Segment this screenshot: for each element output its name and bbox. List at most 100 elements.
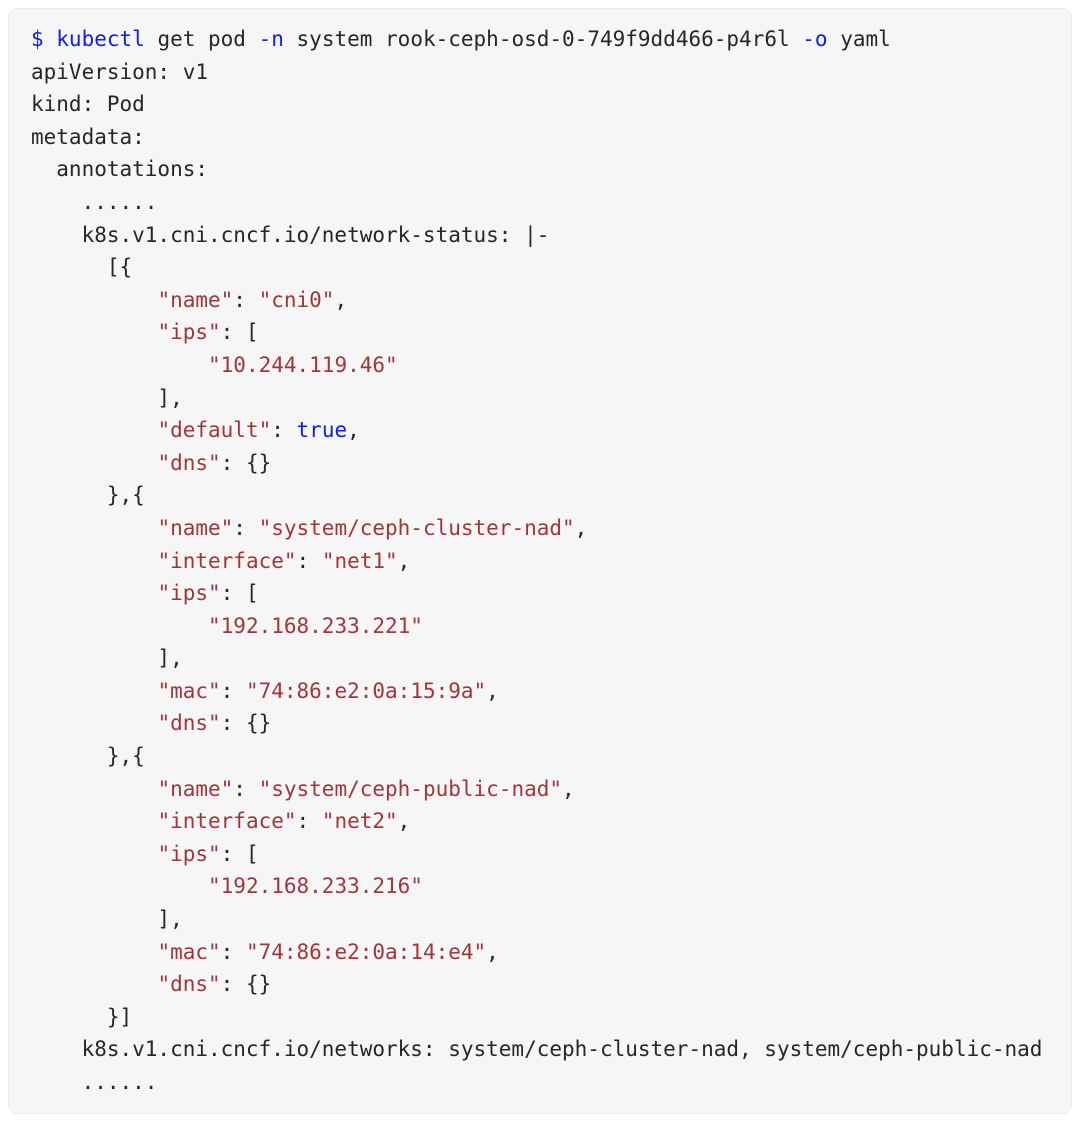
- code-line: annotations:: [31, 153, 1049, 186]
- code-line: "dns": {}: [31, 707, 1049, 740]
- code-line: "interface": "net1",: [31, 545, 1049, 578]
- code-token: [{: [31, 255, 133, 280]
- code-token: ,: [574, 515, 588, 540]
- code-token: annotations:: [31, 157, 209, 182]
- code-token: [31, 972, 157, 996]
- code-token: [31, 777, 157, 801]
- code-token: :: [296, 548, 322, 573]
- code-token: "ips": [157, 841, 221, 866]
- code-line: "dns": {}: [31, 447, 1049, 480]
- code-token: :: [296, 809, 322, 834]
- code-line: "mac": "74:86:e2:0a:14:e4",: [31, 936, 1049, 969]
- code-line: [{: [31, 251, 1049, 284]
- code-token: : [: [220, 581, 259, 606]
- code-token: :: [220, 939, 246, 964]
- code-block: $ kubectl get pod -n system rook-ceph-os…: [31, 23, 1049, 1099]
- code-line: k8s.v1.cni.cncf.io/networks: system/ceph…: [31, 1033, 1049, 1066]
- code-token: : [: [220, 320, 259, 345]
- code-token: ,: [397, 548, 411, 573]
- code-line: apiVersion: v1: [31, 56, 1049, 89]
- code-token: },{: [31, 483, 145, 508]
- code-line: ],: [31, 903, 1049, 936]
- code-token: system rook-ceph-osd-0-749f9dd466-p4r6l: [283, 27, 803, 51]
- code-token: [31, 451, 157, 475]
- code-token: [31, 711, 157, 735]
- code-line: "ips": [: [31, 316, 1049, 349]
- code-token: "cni0": [258, 287, 335, 312]
- code-token: $ kubectl: [31, 27, 145, 51]
- code-token: "name": [157, 515, 234, 540]
- code-line: }]: [31, 1001, 1049, 1034]
- code-token: ,: [347, 418, 360, 443]
- code-token: "192.168.233.221": [208, 613, 423, 638]
- code-token: k8s.v1.cni.cncf.io/networks: system/ceph…: [31, 1037, 1043, 1062]
- code-line: "192.168.233.216": [31, 870, 1049, 903]
- kubectl-output-terminal: $ kubectl get pod -n system rook-ceph-os…: [8, 8, 1072, 1114]
- code-token: "interface": [157, 809, 297, 834]
- code-token: true: [296, 418, 348, 443]
- code-line: "10.244.119.46": [31, 349, 1049, 382]
- code-line: "ips": [: [31, 838, 1049, 871]
- code-line: "name": "system/ceph-cluster-nad",: [31, 512, 1049, 545]
- code-token: ,: [486, 678, 499, 703]
- code-token: "name": [157, 776, 234, 801]
- code-line: "name": "cni0",: [31, 284, 1049, 317]
- code-line: k8s.v1.cni.cncf.io/network-status: |-: [31, 219, 1049, 252]
- code-token: [31, 353, 208, 377]
- code-token: [31, 516, 157, 540]
- code-line: ......: [31, 1066, 1049, 1099]
- code-token: :: [271, 418, 297, 443]
- code-token: ],: [31, 907, 183, 932]
- code-token: ],: [31, 385, 183, 410]
- code-line: $ kubectl get pod -n system rook-ceph-os…: [31, 23, 1049, 56]
- code-token: metadata:: [31, 124, 145, 149]
- code-token: "74:86:e2:0a:14:e4": [245, 939, 487, 964]
- code-token: "net1": [321, 548, 398, 573]
- code-token: "ips": [157, 320, 221, 345]
- code-token: :: [233, 515, 259, 540]
- code-token: get pod: [144, 27, 259, 51]
- code-token: [31, 418, 157, 442]
- code-token: : {}: [220, 972, 272, 997]
- code-token: "192.168.233.216": [208, 874, 423, 899]
- code-token: apiVersion: v1: [31, 59, 209, 84]
- code-token: "interface": [157, 548, 297, 573]
- code-line: },{: [31, 479, 1049, 512]
- code-line: "dns": {}: [31, 968, 1049, 1001]
- code-token: "mac": [157, 678, 221, 703]
- code-token: [31, 940, 157, 964]
- code-token: yaml: [827, 27, 891, 51]
- code-token: "10.244.119.46": [208, 352, 398, 377]
- code-token: [31, 679, 157, 703]
- code-token: "74:86:e2:0a:15:9a": [245, 678, 487, 703]
- code-token: [31, 809, 157, 833]
- code-token: ......: [31, 189, 158, 214]
- code-token: [31, 288, 157, 312]
- code-line: metadata:: [31, 121, 1049, 154]
- code-token: ......: [31, 1070, 158, 1094]
- code-token: [31, 549, 157, 573]
- code-line: kind: Pod: [31, 88, 1049, 121]
- code-line: "mac": "74:86:e2:0a:15:9a",: [31, 675, 1049, 708]
- code-token: "system/ceph-public-nad": [258, 776, 563, 801]
- code-line: ......: [31, 186, 1049, 219]
- code-token: ,: [486, 939, 499, 964]
- code-token: ,: [397, 809, 411, 834]
- code-token: k8s.v1.cni.cncf.io/network-status: |-: [31, 222, 550, 247]
- code-token: [31, 581, 157, 605]
- code-token: : {}: [220, 450, 272, 475]
- code-line: "192.168.233.221": [31, 610, 1049, 643]
- code-token: : [: [220, 841, 259, 866]
- code-token: "net2": [321, 809, 398, 834]
- code-line: ],: [31, 642, 1049, 675]
- code-token: -n: [258, 27, 284, 51]
- code-line: },{: [31, 740, 1049, 773]
- code-token: ],: [31, 646, 183, 671]
- code-token: "ips": [157, 581, 221, 606]
- code-line: "name": "system/ceph-public-nad",: [31, 773, 1049, 806]
- code-token: [31, 874, 208, 898]
- code-token: "default": [157, 418, 272, 443]
- code-line: "default": true,: [31, 414, 1049, 447]
- code-token: [31, 320, 157, 344]
- code-token: :: [233, 287, 259, 312]
